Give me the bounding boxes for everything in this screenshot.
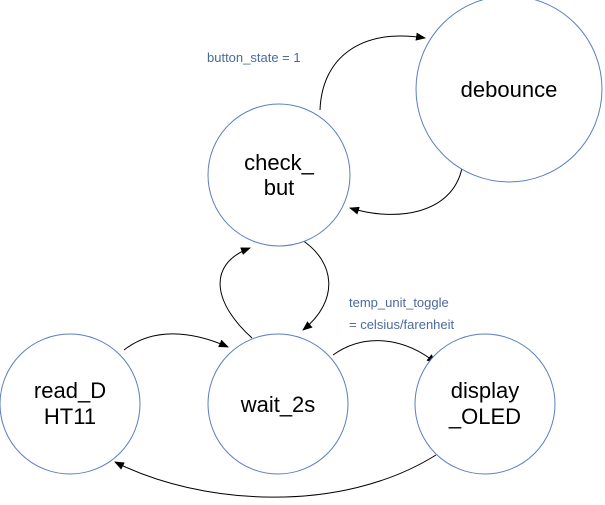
state-check-but-label-line1: check_ (244, 150, 314, 175)
state-debounce: debounce (415, 0, 603, 183)
state-debounce-label: debounce (461, 77, 558, 102)
edge-debounce-to-check (349, 167, 463, 215)
edge-display-to-read (114, 454, 437, 498)
state-check-but: check_ but (207, 103, 351, 247)
edge-read-to-wait (123, 333, 229, 351)
transition-label-button-state: button_state = 1 (207, 50, 301, 65)
state-display-oled-label-line2: _OLED (448, 404, 521, 429)
edge-wait-to-display (332, 340, 437, 364)
state-display-oled-label-line1: display (451, 378, 519, 403)
state-wait-2s: wait_2s (207, 333, 349, 475)
edge-check-to-wait (301, 239, 330, 331)
state-display-oled: display _OLED (414, 333, 556, 475)
edge-check-to-debounce (319, 32, 426, 111)
state-read-dht11: read_D HT11 (0, 333, 141, 475)
state-read-dht11-label-line2: HT11 (44, 404, 96, 429)
transition-label-temp-unit-line2: = celsius/farenheit (349, 317, 455, 332)
state-check-but-label-line2: but (264, 175, 295, 200)
state-read-dht11-label-line1: read_D (34, 378, 106, 403)
edge-wait-to-check (219, 247, 253, 339)
state-wait-2s-label: wait_2s (240, 392, 316, 417)
transition-label-temp-unit-line1: temp_unit_toggle (349, 295, 449, 310)
